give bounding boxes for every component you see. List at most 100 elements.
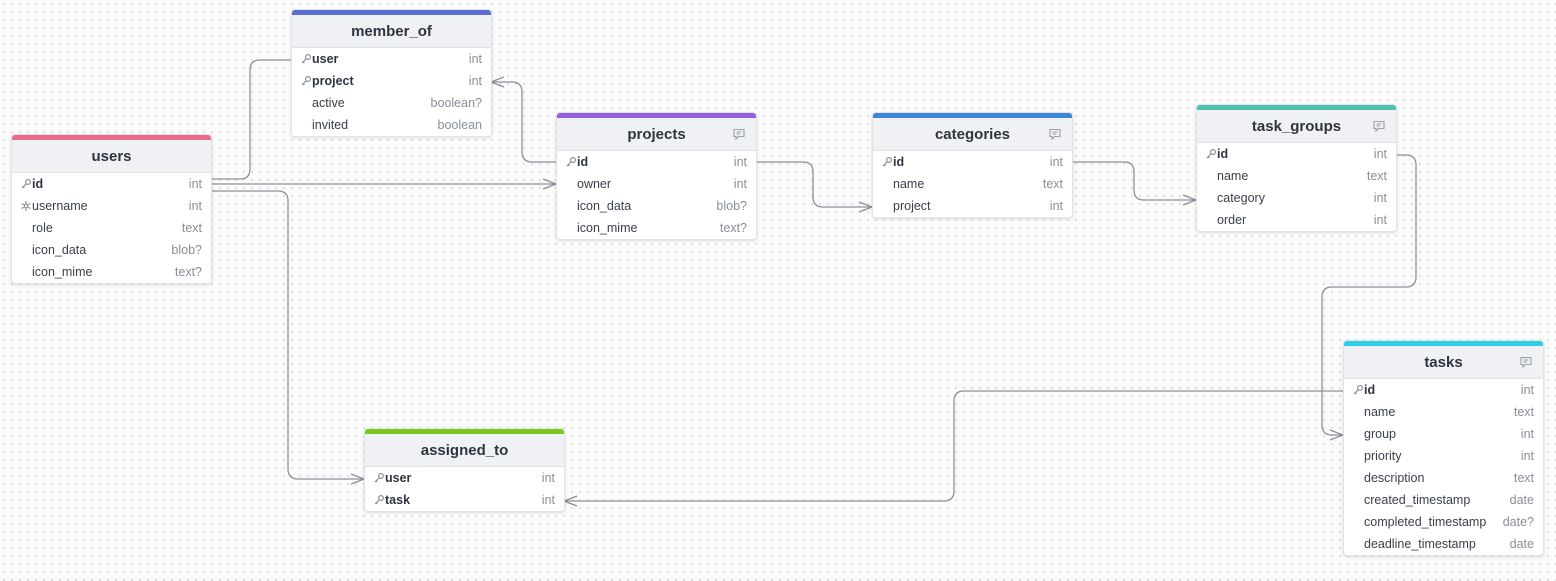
table-header[interactable]: assigned_to: [365, 434, 564, 467]
field-type: date?: [1502, 515, 1534, 529]
field-type: int: [1373, 147, 1387, 161]
table-accent-bar: [292, 10, 491, 15]
field-name: invited: [312, 118, 349, 132]
key-icon: [1352, 384, 1364, 396]
field-name: order: [1217, 213, 1247, 227]
edge-categories-task_groups[interactable]: [1072, 161, 1197, 206]
field-name: icon_mime: [32, 265, 93, 279]
field-type: int: [188, 177, 202, 191]
field-type: int: [541, 471, 555, 485]
field-name: id: [1364, 383, 1376, 397]
field-name: user: [312, 52, 339, 66]
table-header[interactable]: tasks: [1344, 346, 1543, 379]
field-row-id[interactable]: id int: [12, 173, 211, 195]
field-name: category: [1217, 191, 1265, 205]
field-name: user: [385, 471, 412, 485]
edge-users-projects[interactable]: [211, 178, 557, 190]
table-title: assigned_to: [420, 441, 509, 459]
edge-tasks-assigned_to[interactable]: [563, 390, 1343, 507]
field-name: group: [1364, 427, 1396, 441]
field-name: id: [32, 177, 44, 191]
edge-task_groups-tasks[interactable]: [1321, 154, 1417, 441]
field-type: int: [1049, 199, 1063, 213]
table-header[interactable]: task_groups: [1197, 110, 1396, 143]
field-row-owner[interactable]: owner int: [557, 173, 756, 195]
key-icon: [300, 53, 312, 65]
edge-member_of-projects[interactable]: [490, 76, 556, 163]
table-title: tasks: [1424, 353, 1463, 371]
field-type: text?: [174, 265, 202, 279]
field-name: owner: [577, 177, 612, 191]
field-type: text: [1513, 471, 1534, 485]
edge-projects-categories[interactable]: [756, 161, 873, 213]
field-name: username: [32, 199, 88, 213]
field-name: id: [577, 155, 589, 169]
table-accent-bar: [873, 113, 1072, 118]
field-name: name: [1217, 169, 1249, 183]
field-type: text: [1513, 405, 1534, 419]
field-row-name[interactable]: name text: [1344, 401, 1543, 423]
field-type: int: [1373, 191, 1387, 205]
field-row-icon_mime[interactable]: icon_mime text?: [12, 261, 211, 283]
edge-users-member_of[interactable]: [211, 59, 291, 180]
table-header[interactable]: member_of: [292, 15, 491, 48]
field-type: int: [468, 74, 482, 88]
note-icon[interactable]: [1372, 119, 1386, 133]
field-name: priority: [1364, 449, 1402, 463]
field-row-user[interactable]: user int: [365, 467, 564, 489]
field-name: name: [1364, 405, 1396, 419]
table-title: member_of: [351, 22, 432, 40]
note-icon[interactable]: [1048, 127, 1062, 141]
field-name: name: [893, 177, 925, 191]
field-name: project: [312, 74, 354, 88]
table-accent-bar: [365, 429, 564, 434]
table-header[interactable]: users: [12, 140, 211, 173]
table-header[interactable]: projects: [557, 118, 756, 151]
table-title: users: [91, 147, 132, 165]
field-name: role: [32, 221, 53, 235]
edge-users-assigned_to[interactable]: [211, 190, 365, 485]
note-icon[interactable]: [732, 127, 746, 141]
table-header[interactable]: categories: [873, 118, 1072, 151]
note-icon[interactable]: [1519, 355, 1533, 369]
field-row-project[interactable]: project int: [292, 70, 491, 92]
field-type: text?: [719, 221, 747, 235]
table-accent-bar: [1197, 105, 1396, 110]
field-type: date: [1509, 493, 1534, 507]
table-title: task_groups: [1251, 117, 1342, 135]
field-row-category[interactable]: category int: [1197, 187, 1396, 209]
field-type: int: [733, 177, 747, 191]
key-icon: [373, 494, 385, 506]
